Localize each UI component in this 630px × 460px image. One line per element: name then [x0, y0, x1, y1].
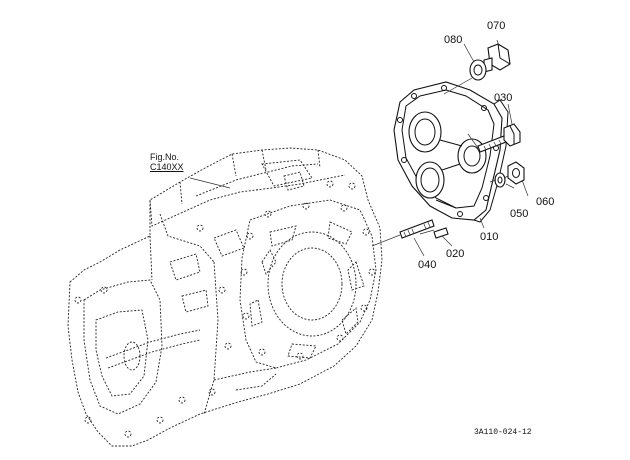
bolt-icon	[477, 123, 521, 153]
figure-reference-code[interactable]: C140XX	[150, 162, 184, 172]
figure-reference: Fig.No. C140XX	[150, 152, 184, 172]
part-label-020: 020	[446, 248, 465, 260]
leader-lines	[189, 39, 529, 257]
washer-icon	[494, 172, 506, 188]
part-label-040: 040	[418, 259, 437, 271]
diagram-id: 3A110-024-12	[474, 428, 532, 437]
transmission-case-drawing	[67, 147, 383, 447]
part-label-030: 030	[494, 92, 513, 104]
part-label-080: 080	[444, 34, 463, 46]
plug-icon	[483, 43, 511, 73]
part-label-010: 010	[480, 231, 499, 243]
gasket-icon	[469, 59, 487, 81]
figure-reference-prefix: Fig.No.	[150, 152, 180, 162]
part-label-070: 070	[487, 20, 506, 32]
nut-icon	[507, 161, 525, 185]
dowel-pin-icon	[433, 227, 449, 239]
bearing-cover-plate-icon	[393, 81, 509, 223]
part-label-060: 060	[536, 196, 555, 208]
part-label-050: 050	[510, 208, 529, 220]
stud-bolt-icon	[399, 219, 435, 239]
